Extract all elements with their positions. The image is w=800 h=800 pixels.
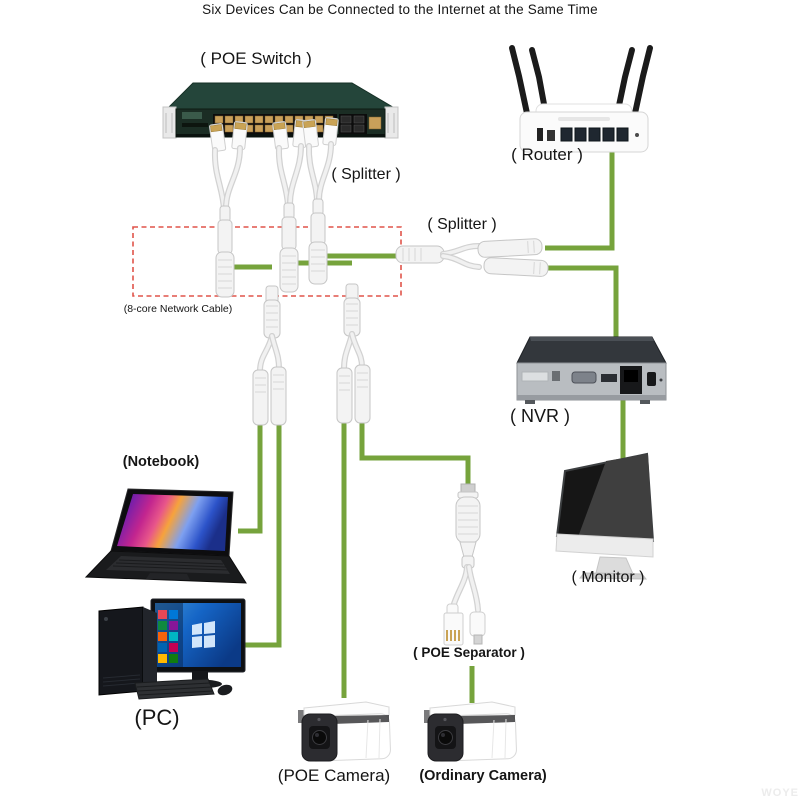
poe-separator-illustration <box>443 483 486 646</box>
pc-label: (PC) <box>134 705 180 730</box>
splitter-mid-label: ( Splitter ) <box>427 216 497 233</box>
cable-splitter-to-router <box>545 148 615 251</box>
pc-illustration <box>98 598 246 700</box>
cable-to-separator <box>359 420 471 487</box>
network-cable-dashed-zone <box>132 226 402 297</box>
cable-to-pc <box>240 420 282 648</box>
notebook-illustration <box>84 488 247 584</box>
network-cable-label: (8-core Network Cable) <box>123 303 233 315</box>
windows-tiles <box>158 610 178 663</box>
splitter-vertical-1 <box>209 121 248 298</box>
poe-camera-illustration <box>298 701 391 762</box>
poe-camera-label: (POE Camera) <box>277 766 391 785</box>
splitter-vertical-3 <box>302 117 339 285</box>
splitter-y-left <box>252 285 287 426</box>
splitter-top-label: ( Splitter ) <box>331 166 401 183</box>
windows-logo <box>192 621 215 648</box>
poe-separator-label: ( POE Separator ) <box>413 645 525 660</box>
splitter-y-right <box>336 283 371 424</box>
notebook-label: (Notebook) <box>122 454 200 470</box>
ordinary-camera-label: (Ordinary Camera) <box>419 768 547 784</box>
router-label: ( Router ) <box>511 145 583 164</box>
monitor-illustration <box>555 452 655 580</box>
poe-switch-label: ( POE Switch ) <box>200 49 312 68</box>
ordinary-camera-illustration <box>424 701 517 762</box>
cable-to-notebook <box>238 420 263 534</box>
nvr-label: ( NVR ) <box>510 406 570 426</box>
router-ports <box>537 127 629 142</box>
cable-splitter3-link <box>315 246 399 259</box>
diagram-title: Six Devices Can be Connected to the Inte… <box>202 2 598 17</box>
monitor-label: ( Monitor ) <box>571 569 645 586</box>
nvr-illustration <box>516 336 667 404</box>
cable-splitter-to-nvr <box>547 265 619 346</box>
router-antennas <box>509 45 653 121</box>
watermark: WOYE <box>761 787 799 799</box>
router-illustration <box>509 45 653 153</box>
splitter-horizontal <box>395 238 549 277</box>
splitter-vertical-2 <box>272 119 309 293</box>
